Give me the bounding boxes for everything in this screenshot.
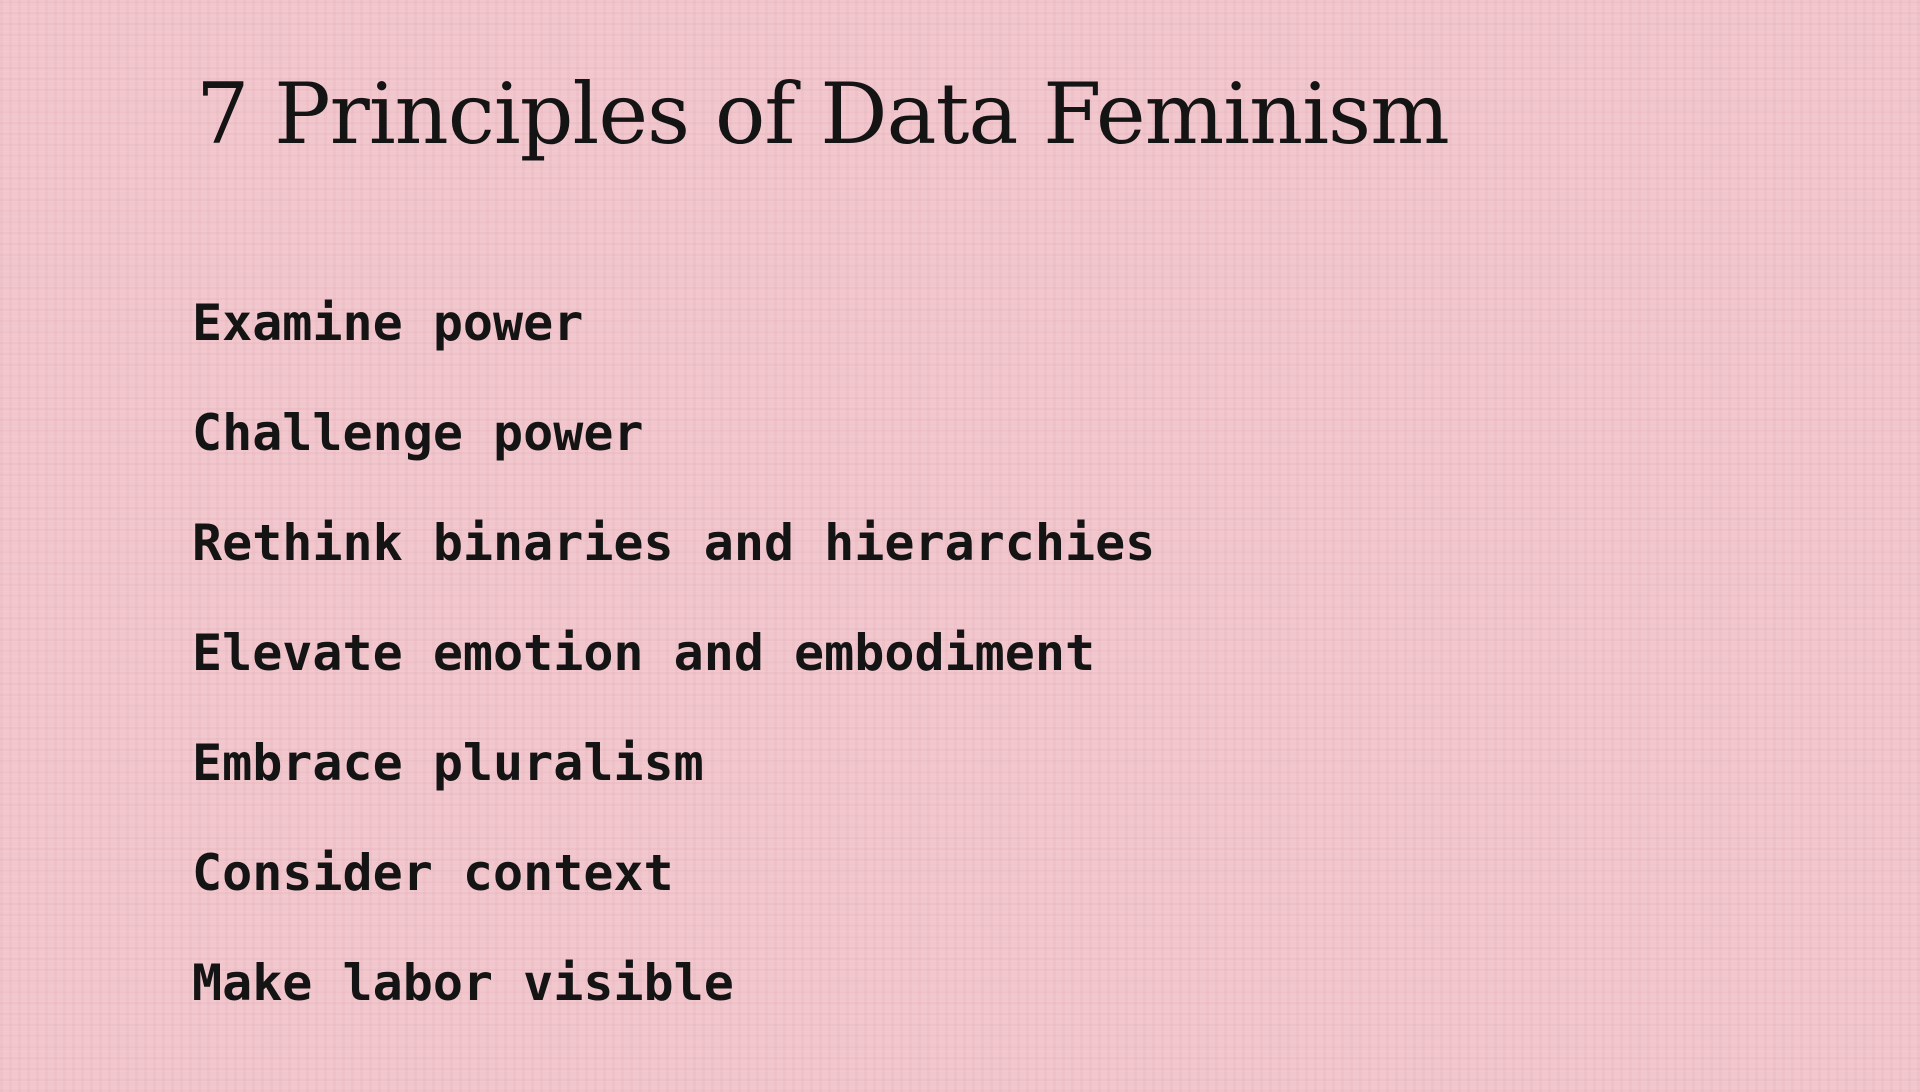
principle-item: Examine power (192, 294, 584, 352)
principles-list: Examine power Challenge power Rethink bi… (192, 268, 1155, 1038)
principle-item: Challenge power (192, 404, 644, 462)
principle-item: Embrace pluralism (192, 734, 704, 792)
principle-item: Make labor visible (192, 954, 734, 1012)
principle-item: Rethink binaries and hierarchies (192, 514, 1156, 572)
principle-item: Elevate emotion and embodiment (192, 624, 1096, 682)
principle-item: Consider context (192, 844, 674, 902)
slide-title: 7 Principles of Data Feminism (196, 65, 1450, 163)
